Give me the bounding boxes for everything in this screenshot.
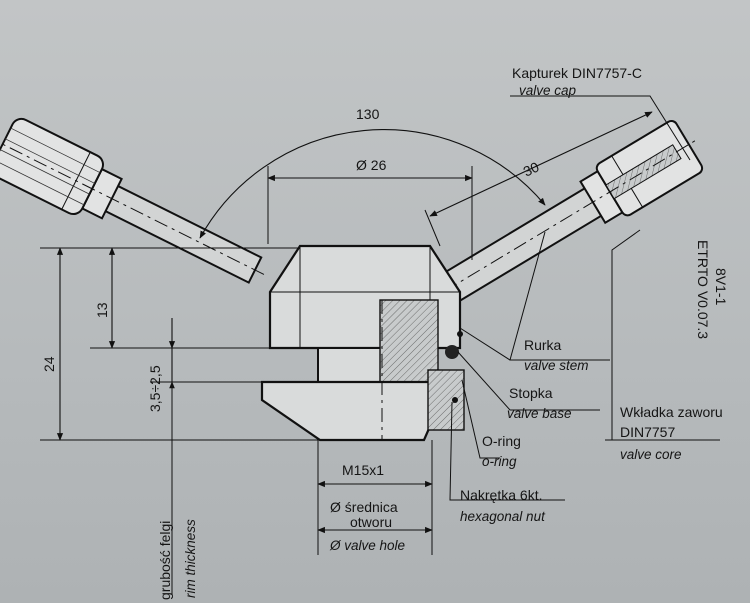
dim-angle-130: 130 <box>356 106 380 122</box>
dim-diameter-26: Ø 26 <box>356 157 387 173</box>
o-ring-section <box>445 345 459 359</box>
dim-3-5: 3,5÷2,5 <box>147 365 163 412</box>
left-stem-arm <box>0 117 265 284</box>
label-cap-pl: Kapturek DIN7757-C <box>512 65 642 81</box>
dim-thread: M15x1 <box>342 462 385 478</box>
cap-leader <box>510 95 691 161</box>
rim-thickness-pl: grubość felgi <box>157 520 173 600</box>
label-base-en: valve base <box>507 406 572 421</box>
label-nut-en: hexagonal nut <box>460 509 545 524</box>
rim-thickness-en: rim thickness <box>183 519 198 598</box>
dim-hole-en: Ø valve hole <box>330 538 406 553</box>
label-nut-pl: Nakrętka 6kt. <box>460 487 543 503</box>
dim-24: 24 <box>41 356 57 372</box>
label-stem-en: valve stem <box>524 358 589 373</box>
dim-13: 13 <box>94 302 110 318</box>
label-stem-pl: Rurka <box>524 337 562 353</box>
dim-hole-pl-2: otworu <box>350 514 393 530</box>
label-cap-en: valve cap <box>519 83 577 98</box>
label-core-en: valve core <box>620 447 682 462</box>
label-core-pl-2: DIN7757 <box>620 424 676 440</box>
dim-hole-pl-1: Ø średnica <box>330 499 398 515</box>
label-core-pl-1: Wkładka zaworu <box>620 404 723 420</box>
label-base-pl: Stopka <box>509 385 553 401</box>
label-etrto-2: ETRTO V0.07.3 <box>695 240 711 340</box>
label-etrto-1: 8V1-1 <box>713 268 729 306</box>
label-oring-en: o-ring <box>482 454 517 469</box>
label-oring-pl: O-ring <box>482 433 521 449</box>
hexagonal-nut <box>260 380 440 442</box>
